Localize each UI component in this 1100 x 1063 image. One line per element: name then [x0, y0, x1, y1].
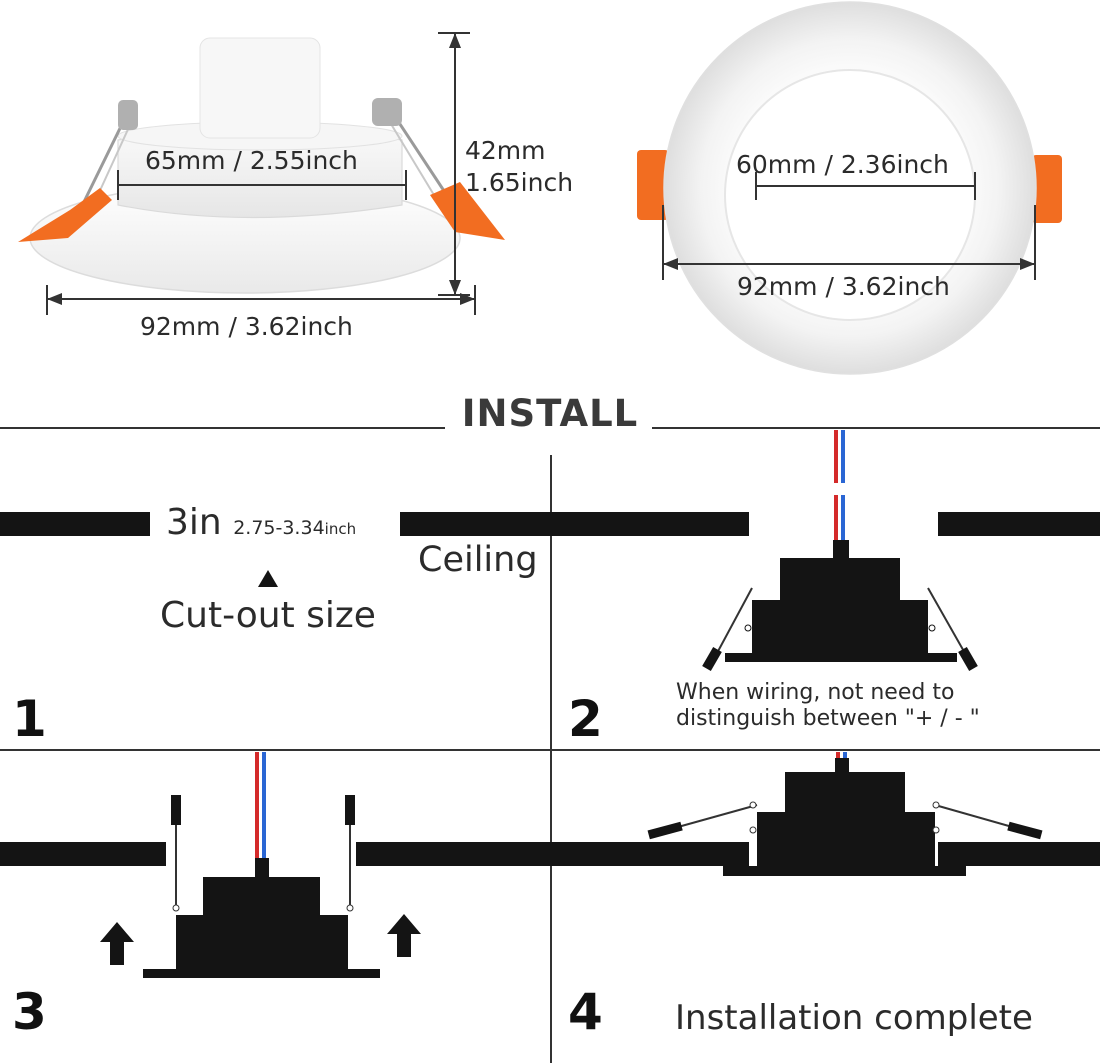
step3-wires — [255, 752, 266, 860]
dimension-lines-front — [662, 172, 1036, 280]
step2-wiring-note: When wiring, not need to distinguish bet… — [676, 680, 980, 732]
step-3-number: 3 — [12, 983, 47, 1041]
height-mm-label: 42mm — [465, 136, 546, 165]
step1-up-arrow-icon — [258, 570, 278, 587]
step3-ceiling — [0, 842, 551, 866]
downlight-front-view — [637, 1, 1062, 375]
step2-note-line2: distinguish between "+ / - " — [676, 706, 980, 731]
cutout-size-main: 3in 2.75-3.34inch — [166, 502, 356, 543]
step-2-number: 2 — [568, 690, 603, 748]
dimension-lines-side — [46, 32, 476, 315]
outer-diameter-side-label: 92mm / 3.62inch — [140, 312, 353, 341]
installation-complete-caption: Installation complete — [675, 998, 1033, 1038]
inner-diameter-front-label: 60mm / 2.36inch — [736, 150, 949, 179]
height-inch-label: 1.65inch — [465, 168, 574, 197]
step4-ceiling — [551, 842, 1100, 866]
ceiling-label: Ceiling — [418, 540, 538, 580]
step3-light-silhouette — [143, 795, 380, 978]
cutout-range-unit: inch — [324, 520, 357, 538]
cutout-caption: Cut-out size — [160, 595, 376, 636]
step2-note-line1: When wiring, not need to — [676, 680, 955, 705]
downlight-side-view — [18, 37, 505, 294]
step2-ceiling — [551, 512, 1100, 536]
step-4-number: 4 — [568, 983, 603, 1041]
install-section-title: INSTALL — [461, 392, 639, 435]
outer-diameter-front-label: 92mm / 3.62inch — [737, 272, 950, 301]
cutout-range: 2.75-3.34 — [233, 517, 325, 539]
step4-light-silhouette — [647, 758, 1043, 876]
step2-light-silhouette — [702, 540, 978, 672]
inner-diameter-side-label: 65mm / 2.55inch — [145, 146, 358, 175]
step2-wires — [834, 430, 845, 540]
step3-push-arrow-icons — [100, 914, 421, 965]
step-1-number: 1 — [12, 690, 47, 748]
cutout-main-value: 3in — [166, 502, 222, 543]
step1-ceiling — [0, 512, 551, 536]
install-grid-lines — [0, 427, 1100, 1063]
